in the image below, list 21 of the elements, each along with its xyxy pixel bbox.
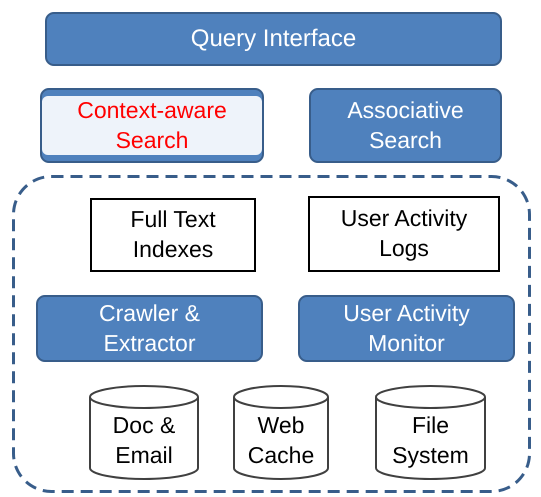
storage-label: Doc & Email <box>112 411 176 470</box>
storage-cylinder <box>375 386 486 480</box>
process-box <box>298 295 515 362</box>
storage-cylinder <box>89 386 199 480</box>
process-box <box>309 88 502 163</box>
process-box <box>40 88 264 163</box>
dashed-container <box>12 175 531 493</box>
process-box <box>36 295 263 362</box>
data-box <box>308 196 500 272</box>
process-box <box>45 12 502 66</box>
storage-cylinder <box>233 386 329 480</box>
data-box <box>90 198 256 272</box>
box-label: User Activity Logs <box>340 204 468 263</box>
box-label: Full Text Indexes <box>129 205 217 264</box>
box-label: Associative Search <box>346 96 465 154</box>
box-label: User Activity Monitor <box>342 298 471 358</box>
box-label: Context-aware Search <box>42 96 262 156</box>
box-label: Query Interface <box>190 24 356 54</box>
storage-label: Web Cache <box>246 411 316 470</box>
storage-label: File System <box>391 411 470 470</box>
box-label: Crawler & Extractor <box>98 298 201 358</box>
